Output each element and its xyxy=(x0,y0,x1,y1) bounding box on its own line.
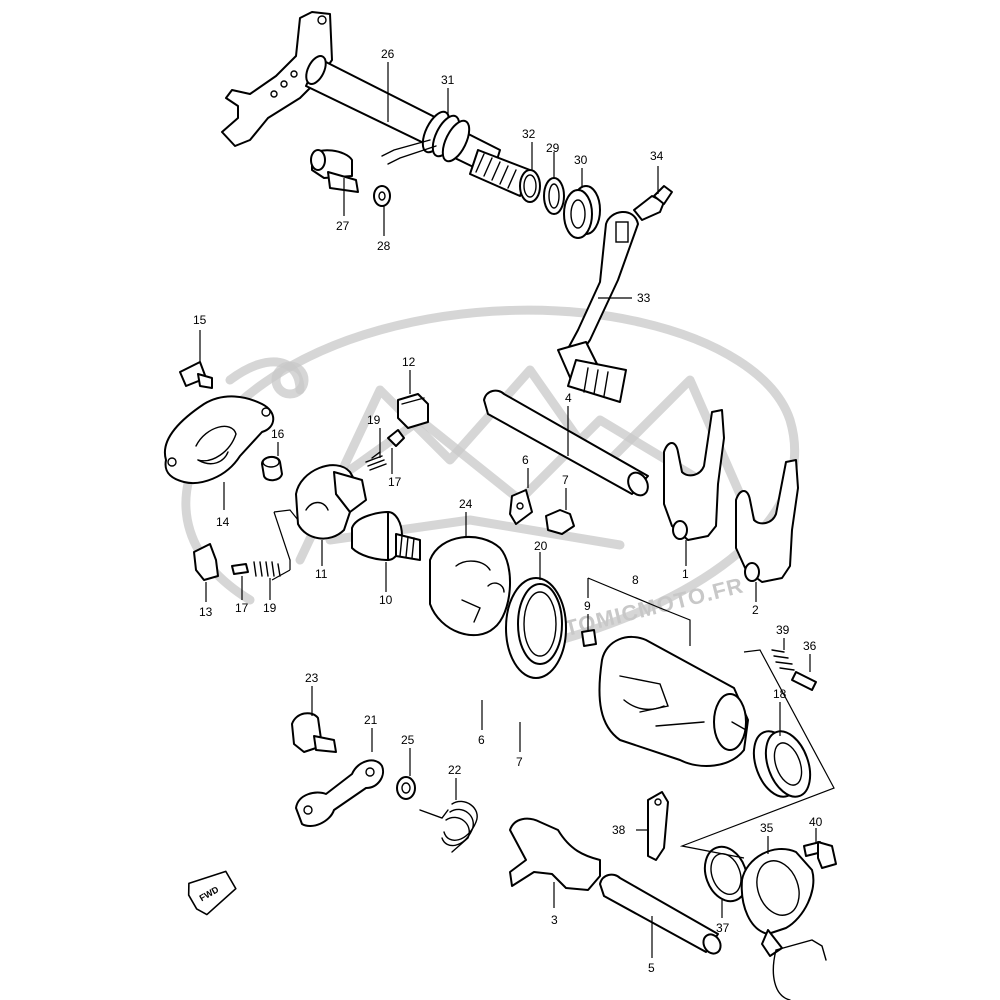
part-14-stopper-plate xyxy=(163,395,275,484)
callout-12: 12 xyxy=(402,355,416,369)
part-36-pin xyxy=(791,671,817,691)
part-37-o-ring xyxy=(703,845,749,903)
callout-24: 24 xyxy=(459,497,473,511)
callout-37: 37 xyxy=(716,921,730,935)
part-20-bearing xyxy=(505,577,567,679)
callout-16: 16 xyxy=(271,427,285,441)
part-9-pin xyxy=(581,629,597,647)
part-38-clamp xyxy=(647,791,669,861)
callout-1: 1 xyxy=(682,567,689,581)
callout-10: 10 xyxy=(379,593,393,607)
callout-7-lower: 7 xyxy=(516,755,523,769)
callout-28: 28 xyxy=(377,239,391,253)
part-13-pawl xyxy=(193,543,219,581)
part-24-cam-plate xyxy=(429,535,511,637)
callout-21: 21 xyxy=(364,713,378,727)
callout-27: 27 xyxy=(336,219,350,233)
callout-19-upper: 19 xyxy=(367,413,381,427)
callout-26: 26 xyxy=(381,47,395,61)
part-19-spring xyxy=(365,451,387,471)
callout-6-lower: 6 xyxy=(478,733,485,747)
part-10-gearshift-cam-bolt xyxy=(351,511,421,561)
part-39-spring xyxy=(771,649,795,671)
callout-19-lower: 19 xyxy=(263,601,277,615)
callout-15: 15 xyxy=(193,313,207,327)
part-30-oil-seal xyxy=(563,185,601,239)
callout-23: 23 xyxy=(305,671,319,685)
callout-6-upper: 6 xyxy=(522,453,529,467)
part-26-gearshift-shaft xyxy=(221,11,531,197)
part-31-return-spring xyxy=(381,110,471,165)
part-25-washer xyxy=(396,776,416,800)
callout-5: 5 xyxy=(648,961,655,975)
part-21-stopper-arm xyxy=(295,759,384,828)
callout-31: 31 xyxy=(441,73,455,87)
callout-labels: 26 31 32 29 30 34 27 28 33 15 12 4 19 16… xyxy=(193,47,823,975)
callout-13: 13 xyxy=(199,605,213,619)
part-23-bolt xyxy=(291,712,337,753)
part-29-washer xyxy=(543,177,565,215)
part-16-collar xyxy=(261,456,283,482)
part-17-pin-lower xyxy=(231,563,249,575)
part-19-spring-lower xyxy=(253,561,281,577)
part-34-bolt xyxy=(633,185,673,221)
leader-lines xyxy=(199,62,835,958)
part-12-pawl xyxy=(397,393,429,429)
part-2-shift-fork xyxy=(735,459,799,583)
part-8-shift-cam xyxy=(598,635,749,767)
callout-20: 20 xyxy=(534,539,548,553)
part-3-shift-fork xyxy=(509,817,601,891)
part-35-gear-position-switch xyxy=(740,847,827,1000)
callout-34: 34 xyxy=(650,149,664,163)
part-28-washer xyxy=(373,185,391,207)
callout-14: 14 xyxy=(216,515,230,529)
callout-18: 18 xyxy=(773,687,787,701)
callout-33: 33 xyxy=(637,291,651,305)
callout-9: 9 xyxy=(584,599,591,613)
part-6-stopper-plate xyxy=(509,489,533,525)
part-4-fork-shaft xyxy=(483,389,649,497)
callout-35: 35 xyxy=(760,821,774,835)
callout-39: 39 xyxy=(776,623,790,637)
part-11-cam-driven-gear xyxy=(295,464,367,540)
fwd-arrow-icon: FWD xyxy=(187,870,237,916)
part-27-pin-bolt xyxy=(310,149,359,193)
callout-17-lower: 17 xyxy=(235,601,249,615)
part-40-bolt xyxy=(803,841,837,869)
callout-36: 36 xyxy=(803,639,817,653)
callout-29: 29 xyxy=(546,141,560,155)
callout-4: 4 xyxy=(565,391,572,405)
part-17-pin xyxy=(387,429,405,447)
callout-38: 38 xyxy=(612,823,626,837)
callout-11: 11 xyxy=(315,567,328,581)
part-18-bearing xyxy=(752,730,812,798)
callout-40: 40 xyxy=(809,815,823,829)
callout-3: 3 xyxy=(551,913,558,927)
callout-22: 22 xyxy=(448,763,462,777)
callout-25: 25 xyxy=(401,733,415,747)
callout-2: 2 xyxy=(752,603,759,617)
callout-8: 8 xyxy=(632,573,639,587)
callout-32: 32 xyxy=(522,127,536,141)
part-15-screw xyxy=(179,361,213,389)
callout-17-upper: 17 xyxy=(388,475,402,489)
part-32-circlip xyxy=(519,169,541,203)
part-33-shift-lever xyxy=(557,211,639,403)
part-22-spring xyxy=(419,800,478,853)
callout-30: 30 xyxy=(574,153,588,167)
part-7-screw xyxy=(545,509,575,535)
watermark-text: ATOMICMOTO.FR xyxy=(547,573,746,645)
part-5-fork-shaft xyxy=(599,873,722,955)
part-1-shift-fork xyxy=(663,409,725,541)
callout-7-upper: 7 xyxy=(562,473,569,487)
